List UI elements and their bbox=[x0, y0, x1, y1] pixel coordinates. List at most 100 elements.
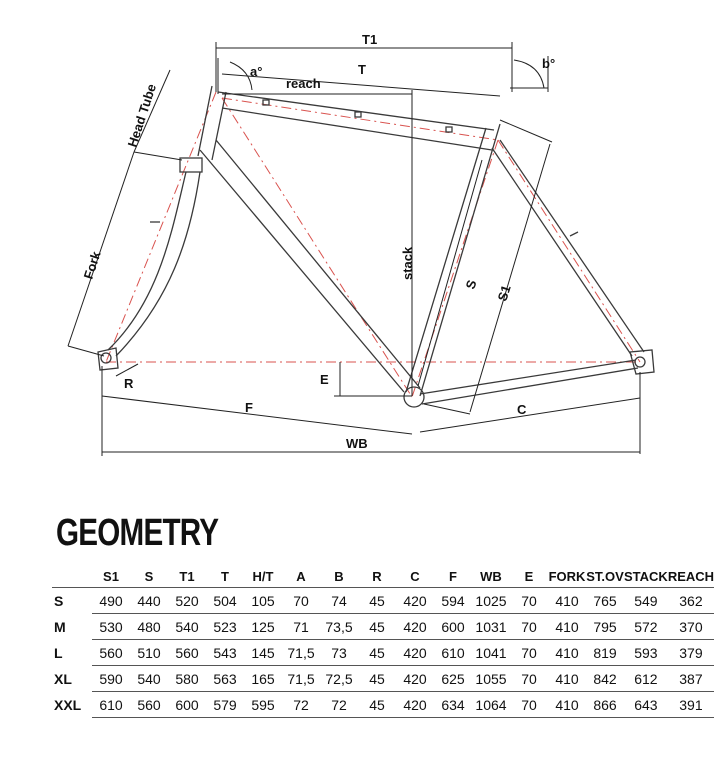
table-cell: 420 bbox=[396, 691, 434, 718]
table-cell: 71,5 bbox=[282, 665, 320, 692]
table-cell: 560 bbox=[130, 691, 168, 718]
table-cell: 543 bbox=[206, 639, 244, 666]
table-cell: 643 bbox=[624, 691, 668, 718]
table-cell: 1064 bbox=[472, 691, 510, 718]
label-reach: reach bbox=[286, 76, 321, 91]
column-header: C bbox=[396, 565, 434, 588]
label-t1: T1 bbox=[362, 32, 377, 47]
table-cell: 530 bbox=[92, 613, 130, 640]
table-cell: 580 bbox=[168, 665, 206, 692]
table-cell: 819 bbox=[586, 639, 624, 666]
table-cell: 70 bbox=[510, 587, 548, 614]
table-cell: 595 bbox=[244, 691, 282, 718]
table-cell: 593 bbox=[624, 639, 668, 666]
table-cell: 410 bbox=[548, 691, 586, 718]
column-header: S1 bbox=[92, 565, 130, 588]
table-cell: 600 bbox=[168, 691, 206, 718]
table-cell: 625 bbox=[434, 665, 472, 692]
table-cell: 490 bbox=[92, 587, 130, 614]
table-cell: 410 bbox=[548, 639, 586, 666]
label-fork: Fork bbox=[81, 249, 104, 281]
table-cell: 45 bbox=[358, 613, 396, 640]
table-cell: 540 bbox=[168, 613, 206, 640]
table-cell: 540 bbox=[130, 665, 168, 692]
table-cell: 362 bbox=[667, 587, 715, 614]
table-cell: 560 bbox=[92, 639, 130, 666]
column-header: A bbox=[282, 565, 320, 588]
table-cell: 560 bbox=[168, 639, 206, 666]
dimension-lines bbox=[67, 42, 641, 456]
size-label: M bbox=[54, 618, 66, 635]
table-cell: 842 bbox=[586, 665, 624, 692]
table-cell: 549 bbox=[624, 587, 668, 614]
table-cell: 520 bbox=[168, 587, 206, 614]
table-cell: 72 bbox=[282, 691, 320, 718]
table-cell: 125 bbox=[244, 613, 282, 640]
table-cell: 410 bbox=[548, 613, 586, 640]
label-angle-a: a° bbox=[250, 64, 262, 79]
column-header: REACH bbox=[667, 565, 715, 588]
label-s1: S1 bbox=[495, 283, 514, 303]
label-c: C bbox=[517, 402, 527, 417]
table-cell: 440 bbox=[130, 587, 168, 614]
table-cell: 45 bbox=[358, 665, 396, 692]
label-r: R bbox=[124, 376, 134, 391]
column-header: WB bbox=[472, 565, 510, 588]
table-cell: 73,5 bbox=[320, 613, 358, 640]
table-cell: 70 bbox=[282, 587, 320, 614]
table-cell: 74 bbox=[320, 587, 358, 614]
table-cell: 72 bbox=[320, 691, 358, 718]
bicycle-frame bbox=[97, 85, 655, 408]
table-cell: 480 bbox=[130, 613, 168, 640]
label-f: F bbox=[245, 400, 253, 415]
table-cell: 165 bbox=[244, 665, 282, 692]
table-cell: 45 bbox=[358, 639, 396, 666]
frame-geometry-diagram: T1 T reach a° b° Head Tube Fork stack S … bbox=[67, 32, 655, 456]
table-cell: 579 bbox=[206, 691, 244, 718]
table-cell: 420 bbox=[396, 613, 434, 640]
axis-lines bbox=[105, 91, 641, 398]
table-cell: 71,5 bbox=[282, 639, 320, 666]
column-header: T bbox=[206, 565, 244, 588]
label-e: E bbox=[320, 372, 329, 387]
size-label: S bbox=[54, 592, 64, 609]
label-t: T bbox=[358, 62, 366, 77]
table-cell: 420 bbox=[396, 639, 434, 666]
table-cell: 1055 bbox=[472, 665, 510, 692]
table-cell: 1031 bbox=[472, 613, 510, 640]
table-cell: 765 bbox=[586, 587, 624, 614]
table-cell: 370 bbox=[667, 613, 715, 640]
table-cell: 420 bbox=[396, 587, 434, 614]
size-label: L bbox=[54, 644, 63, 661]
column-header: STACK bbox=[624, 565, 668, 588]
column-header: ST.OV bbox=[586, 565, 624, 588]
table-cell: 70 bbox=[510, 691, 548, 718]
table-cell: 634 bbox=[434, 691, 472, 718]
table-cell: 594 bbox=[434, 587, 472, 614]
label-stack: stack bbox=[400, 246, 415, 280]
table-cell: 379 bbox=[667, 639, 715, 666]
header-corner bbox=[52, 565, 92, 588]
table-cell: 610 bbox=[434, 639, 472, 666]
table-cell: 420 bbox=[396, 665, 434, 692]
table-cell: 387 bbox=[667, 665, 715, 692]
table-cell: 590 bbox=[92, 665, 130, 692]
column-header: F bbox=[434, 565, 472, 588]
table-cell: 866 bbox=[586, 691, 624, 718]
table-cell: 73 bbox=[320, 639, 358, 666]
size-label: XXL bbox=[54, 696, 82, 713]
table-cell: 71 bbox=[282, 613, 320, 640]
table-cell: 572 bbox=[624, 613, 668, 640]
table-cell: 105 bbox=[244, 587, 282, 614]
table-cell: 391 bbox=[667, 691, 715, 718]
table-cell: 504 bbox=[206, 587, 244, 614]
table-cell: 523 bbox=[206, 613, 244, 640]
geometry-title: GEOMETRY bbox=[56, 512, 219, 554]
table-cell: 612 bbox=[624, 665, 668, 692]
